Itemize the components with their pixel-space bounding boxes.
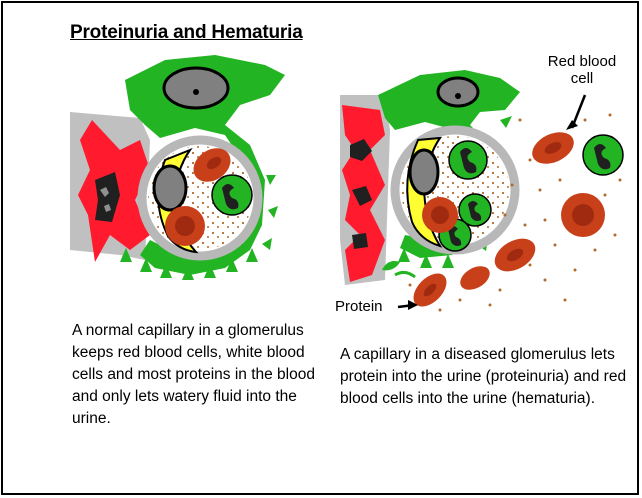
podocyte-nucleus-right bbox=[438, 78, 478, 106]
normal-capillary-caption: A normal capillary in a glomerulus keeps… bbox=[72, 320, 322, 430]
diseased-capillary-caption: A capillary in a diseased glomerulus let… bbox=[340, 344, 640, 410]
diseased-capillary bbox=[340, 70, 623, 313]
red-blood-cell bbox=[456, 261, 494, 294]
podocyte-nucleus-left bbox=[164, 68, 228, 108]
normal-capillary bbox=[70, 55, 285, 280]
red-blood-cell-label: Red blood cell bbox=[536, 53, 628, 87]
protein-label: Protein bbox=[335, 298, 383, 315]
